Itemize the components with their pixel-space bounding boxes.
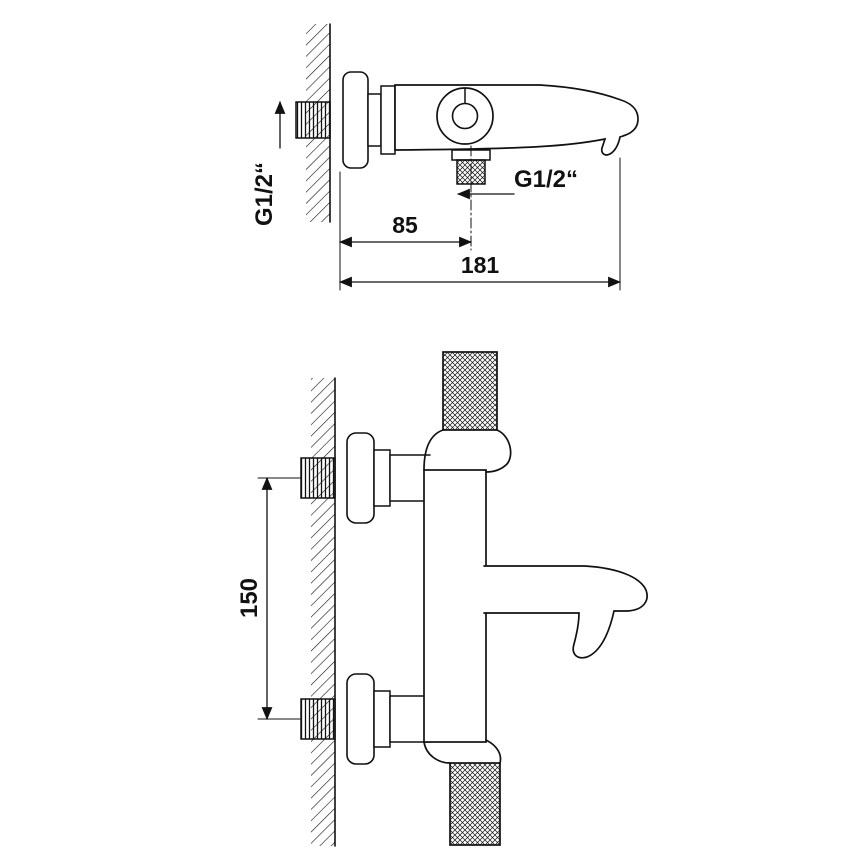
wall-hatch-front-view bbox=[311, 378, 335, 846]
dial-inner-circle bbox=[451, 102, 479, 130]
side-view: G1/2“ G1/2“ 85 181 bbox=[251, 23, 639, 291]
dimension-label-150: 150 bbox=[236, 578, 263, 618]
escutcheon-top bbox=[346, 432, 375, 524]
shoulder-bottom-right bbox=[485, 739, 502, 764]
temperature-lever bbox=[483, 565, 648, 659]
connector-step-small bbox=[367, 93, 382, 147]
knurled-handle-top bbox=[442, 351, 498, 431]
union-nut-top bbox=[389, 454, 431, 502]
connector-step-large bbox=[380, 85, 396, 155]
shoulder-bottom-left bbox=[423, 741, 451, 764]
dimension-label-181: 181 bbox=[461, 252, 500, 278]
wall-nipple-top bbox=[300, 457, 336, 499]
wall-thread-nipple bbox=[295, 101, 331, 139]
spout-body-outline bbox=[394, 84, 639, 156]
escutcheon-bottom bbox=[346, 673, 375, 765]
wall-thread-label: G1/2“ bbox=[251, 162, 278, 226]
escutcheon-flange bbox=[342, 71, 369, 169]
step-top bbox=[373, 449, 391, 507]
front-view: 150 bbox=[236, 351, 648, 847]
knurled-handle-bottom bbox=[449, 762, 501, 846]
step-bottom bbox=[373, 690, 391, 748]
union-nut-bottom bbox=[389, 695, 431, 743]
dimension-label-85: 85 bbox=[392, 212, 418, 238]
shoulder-top-left bbox=[423, 429, 444, 471]
shoulder-top-right bbox=[485, 429, 512, 473]
spout-thread-label: G1/2“ bbox=[514, 166, 578, 193]
mixer-body-column bbox=[423, 469, 487, 743]
wall-nipple-bottom bbox=[300, 698, 336, 740]
